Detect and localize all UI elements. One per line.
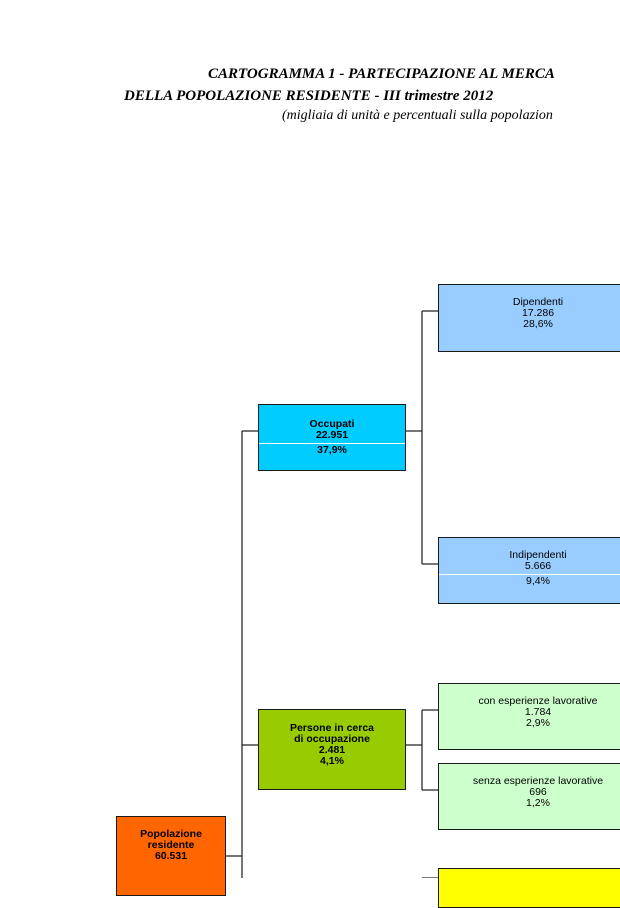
node-label: Dipendenti [512,296,564,308]
chart-title: CARTOGRAMMA 1 - PARTECIPAZIONE AL MERCA … [0,0,620,140]
node-value: 696 [529,786,547,798]
node-label-line-1: Persone in cerca [289,722,375,734]
node-percent: 37,9% [317,444,347,456]
node-label: Occupati [309,418,355,430]
title-subtitle: (migliaia di unità e percentuali sulla p… [282,108,553,123]
node-occupati: Occupati 22.951 37,9% [258,404,406,471]
title-line-1: CARTOGRAMMA 1 - PARTECIPAZIONE AL MERCA [208,66,555,82]
title-line-2: DELLA POPOLAZIONE RESIDENTE - III trimes… [124,88,494,104]
node-label: Indipendenti [509,549,567,561]
node-label-line-2: residente [147,839,195,851]
node-value: 1.784 [524,706,552,718]
node-popolazione-residente: Popolazione residente 60.531 [116,816,226,896]
node-divider [439,574,620,575]
node-lower-branch-partial [438,868,620,908]
node-indipendenti: Indipendenti 5.666 9,4% [438,537,620,604]
node-label-line-1: Popolazione [140,828,202,840]
node-percent: 1,2% [526,797,550,809]
node-label: con esperienze lavorative [478,695,598,707]
node-dipendenti: Dipendenti 17.286 28,6% [438,284,620,352]
node-value: 22.951 [315,429,349,441]
node-percent: 2,9% [526,717,550,729]
node-divider [259,443,405,444]
node-label-line-2: di occupazione [294,733,370,745]
node-percent: 4,1% [320,755,344,767]
node-label: senza esperienze lavorative [472,775,604,787]
node-persone-in-cerca: Persone in cerca di occupazione 2.481 4,… [258,709,406,790]
node-con-esperienze: con esperienze lavorative 1.784 2,9% [438,683,620,750]
node-percent: 28,6% [523,318,553,330]
node-value: 2.481 [318,744,346,756]
node-value: 17.286 [521,307,555,319]
node-value: 5.666 [524,560,552,572]
connector-lines [226,310,438,878]
node-percent: 9,4% [526,575,550,587]
node-value: 60.531 [154,850,188,862]
node-senza-esperienze: senza esperienze lavorative 696 1,2% [438,763,620,830]
